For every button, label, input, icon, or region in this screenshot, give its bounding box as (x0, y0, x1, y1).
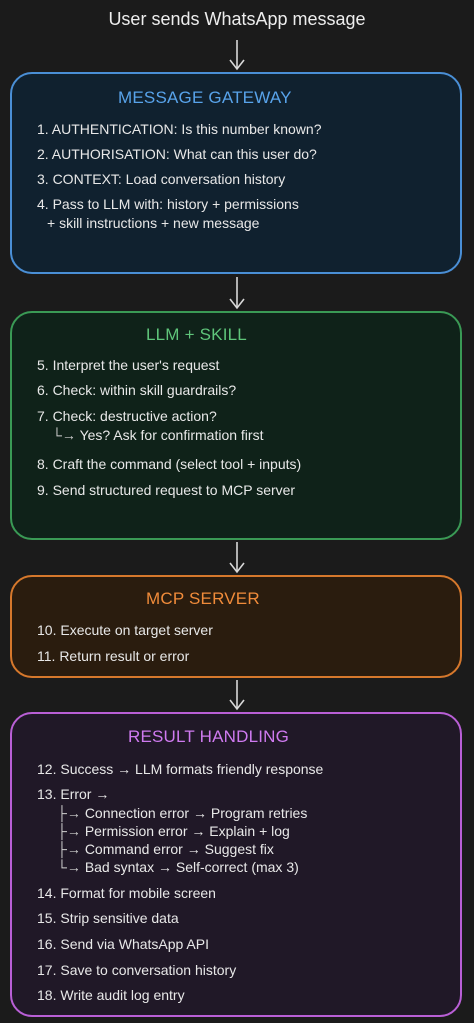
result-step-12: 12. Success → LLM formats friendly respo… (37, 761, 324, 777)
llm-title: LLM + SKILL (146, 325, 247, 344)
gateway-step-4: 4. Pass to LLM with: history + permissio… (37, 196, 299, 212)
result-step-17: 17. Save to conversation history (37, 962, 237, 978)
error-branch-syntax: └→ Bad syntax → Self-correct (max 3) (57, 859, 299, 875)
branch-arrow-icon: ├→ (57, 823, 81, 839)
flow-arrow-1 (229, 40, 245, 71)
gateway-step-1: 1. AUTHENTICATION: Is this number known? (37, 121, 322, 137)
branch-arrow-icon: └→ (57, 859, 81, 875)
result-step-13: 13. Error → (37, 786, 110, 802)
result-step-15: 15. Strip sensitive data (37, 910, 179, 926)
branch-arrow-icon: ├→ (57, 805, 81, 821)
gateway-step-3: 3. CONTEXT: Load conversation history (37, 171, 286, 187)
result-step-18: 18. Write audit log entry (37, 987, 185, 1003)
llm-step-6: 6. Check: within skill guardrails? (37, 382, 237, 398)
llm-step-7-branch: └→ Yes? Ask for confirmation first (52, 427, 264, 443)
branch-arrow-icon: └→ (52, 427, 76, 443)
mcp-server-box: MCP SERVER (10, 575, 462, 678)
llm-step-9: 9. Send structured request to MCP server (37, 482, 296, 498)
result-step-16: 16. Send via WhatsApp API (37, 936, 209, 952)
gateway-step-2: 2. AUTHORISATION: What can this user do? (37, 146, 317, 162)
mcp-step-11: 11. Return result or error (37, 648, 190, 664)
llm-step-8: 8. Craft the command (select tool + inpu… (37, 456, 302, 472)
result-step-14: 14. Format for mobile screen (37, 885, 216, 901)
error-branch-connection: ├→ Connection error → Program retries (57, 805, 308, 821)
mcp-step-10: 10. Execute on target server (37, 622, 213, 638)
mcp-title: MCP SERVER (146, 589, 260, 608)
result-title: RESULT HANDLING (128, 727, 290, 746)
result-handling-box: RESULT HANDLING (10, 712, 462, 1017)
gateway-title: MESSAGE GATEWAY (118, 88, 292, 107)
flow-arrow-2 (229, 277, 245, 310)
llm-skill-box: LLM + SKILL (10, 311, 462, 540)
start-label: User sends WhatsApp message (108, 9, 366, 29)
error-branch-permission: ├→ Permission error → Explain + log (57, 823, 290, 839)
message-gateway-box: MESSAGE GATEWAY (10, 72, 462, 274)
llm-step-7: 7. Check: destructive action? (37, 408, 217, 424)
gateway-step-4-continuation: + skill instructions + new message (47, 215, 260, 231)
branch-arrow-icon: ├→ (57, 841, 81, 857)
error-branch-command: ├→ Command error → Suggest fix (57, 841, 274, 857)
llm-step-5: 5. Interpret the user's request (37, 357, 220, 373)
flow-arrow-3 (229, 542, 245, 574)
flow-arrow-4 (229, 680, 245, 711)
